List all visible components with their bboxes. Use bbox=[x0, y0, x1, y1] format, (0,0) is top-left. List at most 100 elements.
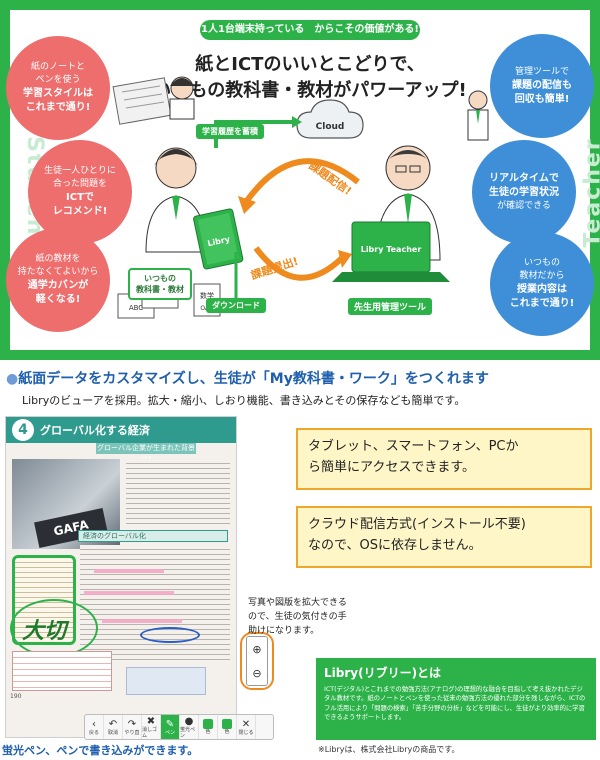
history-arrowhead bbox=[292, 116, 302, 128]
headline-line-2: いつもの教科書・教材がパワーアップ! bbox=[153, 80, 467, 101]
bubble-text: 生徒一人ひとりに bbox=[44, 166, 116, 176]
page-table bbox=[12, 651, 112, 691]
label-textbook-line: 教科書・教材 bbox=[136, 285, 184, 294]
undo-button[interactable]: ↶取消 bbox=[104, 715, 123, 739]
callout-cloud: クラウド配信方式(インストール不要) なので、OSに依存しません。 bbox=[296, 506, 592, 568]
eraser-button[interactable]: ✖消しゴム bbox=[142, 715, 161, 739]
redo-icon: ↷ bbox=[127, 718, 137, 730]
zoom-out-button[interactable]: ⊖ bbox=[252, 666, 262, 680]
page-number-footer: 190 bbox=[10, 693, 22, 700]
bubble-recommend: 生徒一人ひとりに 合った問題を ICTで レコメンド! bbox=[28, 140, 132, 244]
bullet-icon: ● bbox=[6, 371, 19, 387]
bubble-text: ペンを使う bbox=[35, 75, 81, 85]
bubble-realtime-status: リアルタイムで 生徒の学習状況 が確認できる bbox=[472, 140, 576, 244]
bubble-light-bag: 紙の教材を 持たなくてよいから 通学カバンが 軽くなる! bbox=[6, 228, 110, 332]
page-chapter-number: 4 bbox=[12, 419, 34, 441]
color-swatch bbox=[222, 719, 232, 729]
page-box-heading: 経済のグローバル化 bbox=[78, 530, 228, 542]
bubble-bold: 軽くなる! bbox=[35, 294, 81, 305]
bubble-text: 教材だから bbox=[519, 271, 565, 281]
tool-label: 戻る bbox=[88, 729, 99, 736]
tag-download: ダウンロード bbox=[206, 298, 266, 313]
tag-history: 学習履歴を蓄積 bbox=[196, 124, 264, 139]
bubble-text: が確認できる bbox=[497, 200, 551, 211]
section-subtitle: Libryのビューアを採用。拡大・縮小、しおり機能、書き込みとその保存なども簡単… bbox=[22, 394, 466, 407]
close-button[interactable]: ✕閉じる bbox=[237, 715, 256, 739]
submit-arrow bbox=[253, 246, 345, 281]
color-swatch-button[interactable]: 色 bbox=[218, 715, 237, 739]
callout-line: なので、OSに依存しません。 bbox=[308, 538, 482, 553]
bubble-bold: 通学カバンが bbox=[27, 280, 89, 291]
headline: 紙とICTのいいとこどりで、 いつもの教科書・教材がパワーアップ! bbox=[130, 52, 490, 104]
libry-info-box: Libry(リブリー)とは ICT(デジタル)とこれまでの勉強方法(アナログ)の… bbox=[316, 658, 596, 740]
redo-button[interactable]: ↷やり直 bbox=[123, 715, 142, 739]
pink-highlight bbox=[94, 569, 164, 573]
bubble-usual-lesson: いつもの 教材だから 授業内容は これまで通り! bbox=[490, 232, 594, 336]
assign-arrowhead bbox=[238, 196, 256, 214]
laptop-icon: Libry Teacher bbox=[332, 221, 450, 282]
label-textbook: いつもの 教科書・教材 bbox=[128, 268, 192, 300]
tool-label: 蛍光ペン bbox=[180, 726, 196, 739]
pen-icon: ✎ bbox=[165, 718, 175, 730]
top-pill: 1人1台端末持っている からこその価値がある! bbox=[200, 20, 420, 40]
student-figure-icon bbox=[145, 147, 207, 253]
submit-arrowhead bbox=[338, 250, 352, 268]
pen-button[interactable]: ✎ペン bbox=[161, 715, 180, 739]
libry-description: ICT(デジタル)とこれまでの勉強方法(アナログ)の理想的な融合を目指して考え抜… bbox=[324, 686, 586, 722]
page-chart bbox=[126, 667, 206, 695]
bubble-bold: レコメンド! bbox=[52, 206, 108, 217]
bubble-assignment-delivery: 管理ツールで 課題の配信も 回収も簡単! bbox=[490, 34, 594, 138]
zoom-caption-line: 助けになります。 bbox=[248, 626, 320, 636]
close-icon: ✕ bbox=[241, 718, 251, 730]
zoom-in-button[interactable]: ⊕ bbox=[252, 642, 262, 656]
zoom-caption-line: ので、生徒の気付きの手 bbox=[248, 612, 347, 622]
back-icon: ‹ bbox=[92, 718, 96, 730]
trademark-note: ※Libryは、株式会社Libryの商品です。 bbox=[318, 745, 460, 754]
bubble-bold: リアルタイムで bbox=[489, 172, 559, 184]
callout-line: クラウド配信方式(インストール不要) bbox=[308, 517, 526, 532]
eraser-icon: ✖ bbox=[146, 715, 156, 727]
page-text-block bbox=[80, 545, 230, 663]
textbook-page-viewer[interactable]: 4 グローバル化する経済 グローバル企業が生まれた背景は? GAFA 経済のグロ… bbox=[5, 416, 237, 738]
section-title: ●紙面データをカスタマイズし、生徒が「My教科書・ワーク」をつくれます bbox=[6, 368, 489, 388]
label-textbook-line: いつもの bbox=[144, 274, 176, 283]
page-header-band bbox=[6, 417, 236, 443]
tool-label: やり直 bbox=[124, 729, 140, 736]
bubble-text: いつもの bbox=[523, 258, 560, 268]
student-desk-icon bbox=[112, 76, 195, 125]
bubble-text: 合った問題を bbox=[52, 179, 107, 189]
bubble-text: 紙のノートと bbox=[30, 62, 85, 72]
bubble-text: 管理ツールで bbox=[514, 66, 569, 77]
highlighter-button[interactable]: ●蛍光ペン bbox=[180, 715, 199, 739]
assign-arrow bbox=[243, 158, 360, 204]
bubble-bold: これまで通り! bbox=[25, 102, 91, 113]
page-title: グローバル化する経済 bbox=[40, 424, 150, 437]
bubble-bold: 生徒の学習状況 bbox=[489, 186, 559, 198]
tablet-icon: Libry bbox=[193, 208, 244, 270]
book-label: ABC bbox=[129, 304, 143, 312]
bubble-bold: 課題の配信も bbox=[512, 79, 572, 91]
hero-panel: 1人1台端末持っている からこその価値がある! 紙とICTのいいとこどりで、 い… bbox=[0, 0, 600, 360]
zoom-highlight-ring bbox=[240, 632, 274, 690]
back-button[interactable]: ‹戻る bbox=[85, 715, 104, 739]
callout-line: ら簡単にアクセスできます。 bbox=[308, 460, 476, 475]
laptop-label: Libry Teacher bbox=[361, 245, 422, 254]
bubble-bold: これまで通り! bbox=[509, 298, 575, 309]
tool-label: 色 bbox=[224, 729, 230, 735]
bubble-bold: ICTで bbox=[66, 192, 94, 203]
libry-title: Libry(リブリー)とは bbox=[324, 666, 442, 680]
pink-highlight bbox=[102, 619, 182, 623]
callout-access: タブレット、スマートフォン、PCか ら簡単にアクセスできます。 bbox=[296, 428, 592, 490]
highlighter-icon: ● bbox=[184, 715, 194, 727]
bubble-text: 持たなくてよいから bbox=[17, 267, 99, 277]
book-label: 数学 bbox=[200, 291, 214, 300]
bubble-bold: 授業内容は bbox=[517, 284, 567, 295]
color-swatch bbox=[203, 719, 213, 729]
bubble-notebook-style: 紙のノートと ペンを使う 学習スタイルは これまで通り! bbox=[6, 36, 110, 140]
tag-teacher-tool: 先生用管理ツール bbox=[348, 298, 433, 315]
teacher-small-figure-icon bbox=[467, 90, 489, 141]
pen-caption: 蛍光ペン、ペンで書き込みができます。 bbox=[2, 744, 199, 757]
color-swatch-button[interactable]: 色 bbox=[199, 715, 218, 739]
zoom-caption: 写真や図版を拡大できる ので、生徒の気付きの手 助けになります。 bbox=[248, 596, 347, 638]
zoom-control: ⊕ ⊖ bbox=[246, 636, 268, 686]
